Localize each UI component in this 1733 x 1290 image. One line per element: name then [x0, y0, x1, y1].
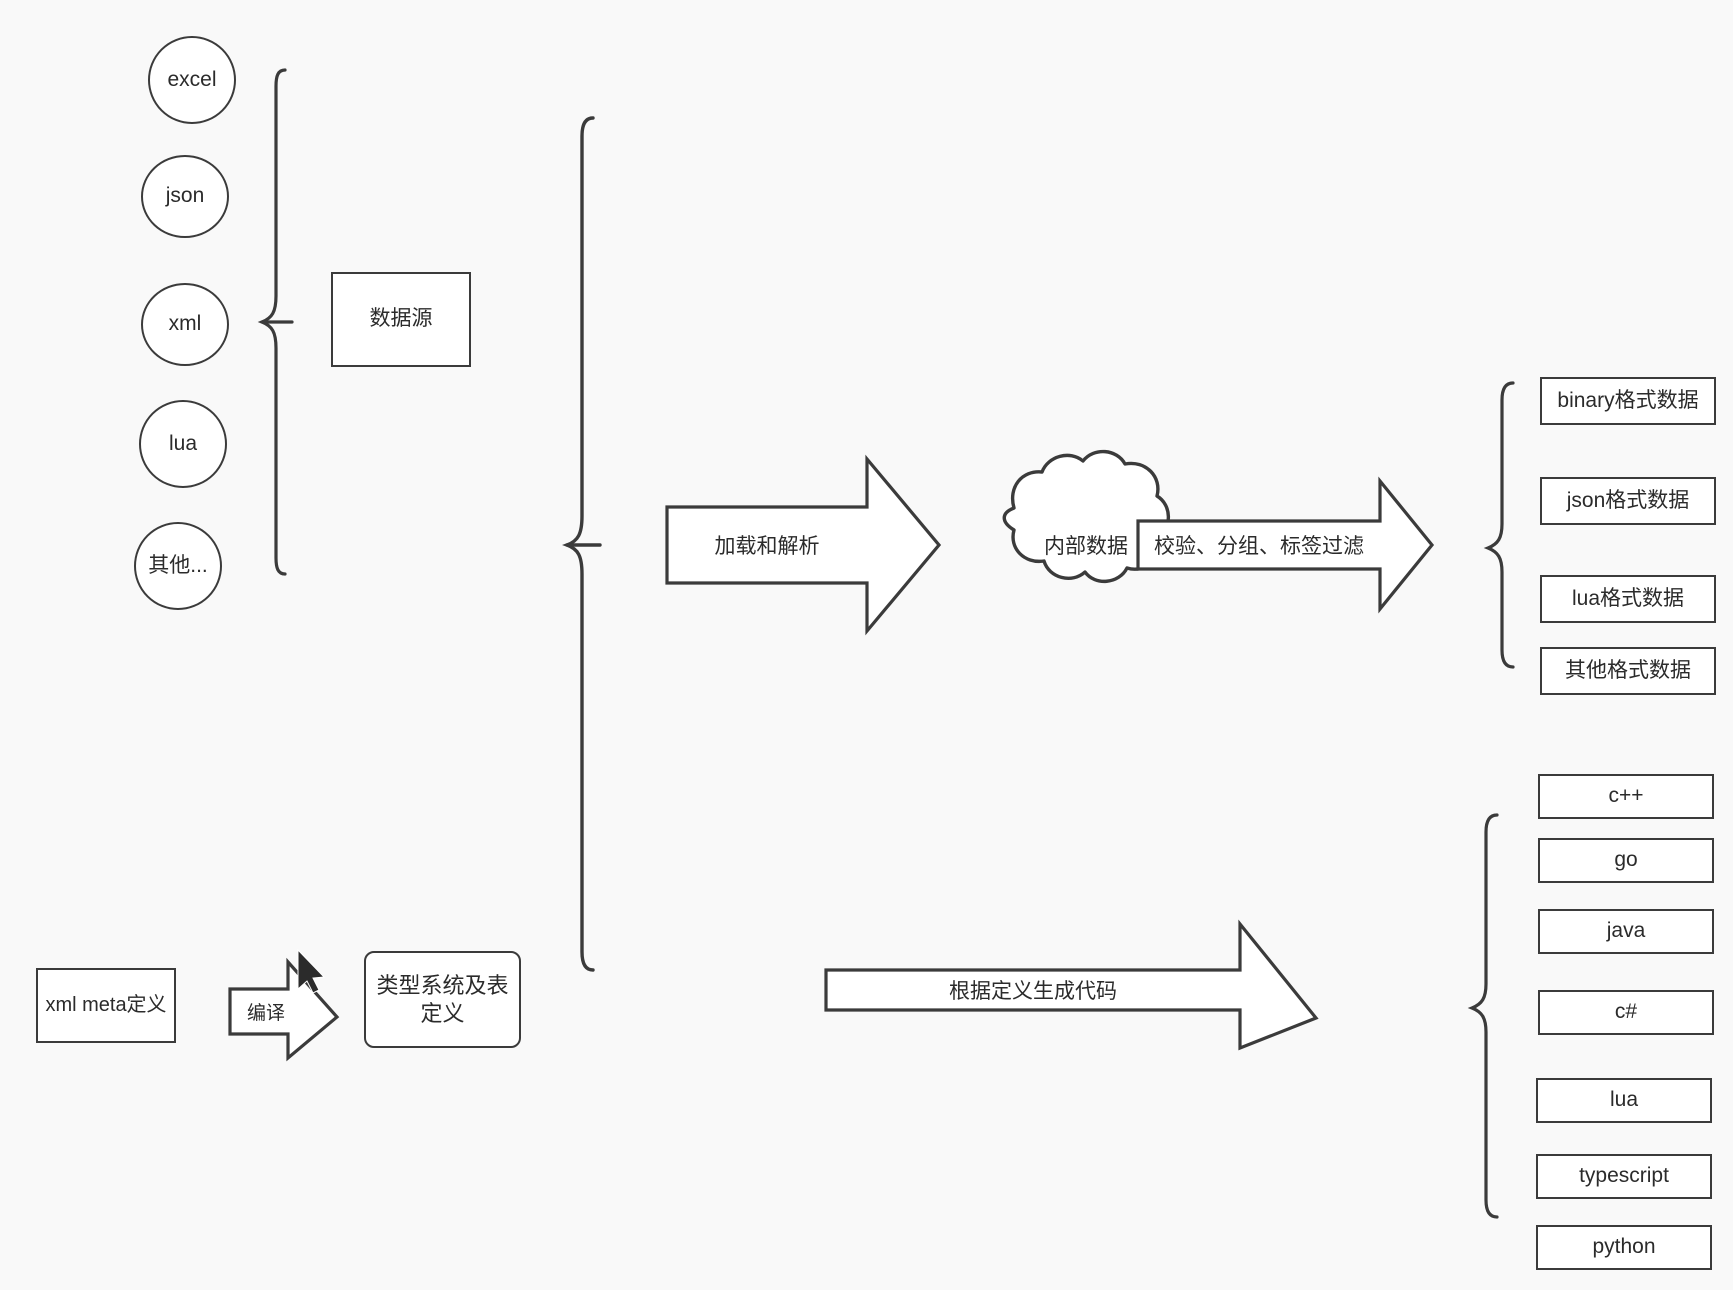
compile-arrow-shape: [228, 957, 340, 1062]
output-label: json格式数据: [1566, 488, 1690, 512]
codegen-node-java[interactable]: java: [1538, 909, 1714, 954]
codegen-label: typescript: [1579, 1164, 1669, 1188]
source-node-xml[interactable]: xml: [141, 283, 229, 366]
code-outputs-brace: [1467, 813, 1499, 1219]
codegen-arrow: [826, 930, 1316, 1046]
compile-arrow-label: 编译: [246, 1003, 285, 1024]
internal-data-cloud: [1002, 449, 1171, 583]
sources-brace: [257, 68, 287, 576]
output-label: lua格式数据: [1571, 586, 1685, 610]
output-node-lua[interactable]: lua格式数据: [1540, 575, 1716, 623]
type-system-box[interactable]: 类型系统及表定义: [364, 951, 521, 1048]
output-label: 其他格式数据: [1565, 658, 1691, 682]
output-label: binary格式数据: [1557, 388, 1699, 412]
codegen-node-cpp[interactable]: c++: [1538, 774, 1714, 819]
codegen-label: python: [1592, 1235, 1656, 1259]
output-node-binary[interactable]: binary格式数据: [1540, 377, 1716, 425]
codegen-arrow-label: 根据定义生成代码: [949, 980, 1117, 1003]
mouse-cursor-icon: [297, 948, 326, 994]
output-node-json[interactable]: json格式数据: [1540, 477, 1716, 525]
validate-filter-arrow-label: 校验、分组、标签过滤: [1154, 535, 1364, 558]
validate-filter-arrow: [1136, 476, 1435, 614]
source-label: json: [165, 184, 205, 208]
internal-data-label: 内部数据: [1044, 535, 1128, 558]
data-source-box[interactable]: 数据源: [331, 272, 471, 367]
source-node-excel[interactable]: excel: [148, 36, 236, 124]
source-node-other[interactable]: 其他...: [134, 522, 222, 610]
xml-meta-definition-box[interactable]: xml meta定义: [36, 968, 176, 1043]
codegen-node-python[interactable]: python: [1536, 1225, 1712, 1270]
codegen-node-typescript[interactable]: typescript: [1536, 1154, 1712, 1199]
source-label: lua: [168, 431, 198, 455]
type-system-label: 类型系统及表定义: [376, 973, 509, 1026]
data-source-label: 数据源: [369, 307, 433, 331]
data-outputs-brace: [1483, 381, 1515, 669]
load-parse-arrow-label: 加载和解析: [714, 535, 820, 558]
codegen-label: java: [1606, 919, 1646, 943]
stage-brace: [562, 116, 595, 972]
source-label: excel: [167, 67, 217, 91]
codegen-node-go[interactable]: go: [1538, 838, 1714, 883]
codegen-label: lua: [1609, 1088, 1639, 1112]
load-parse-arrow: [665, 454, 942, 636]
codegen-node-csharp[interactable]: c#: [1538, 990, 1714, 1035]
codegen-arrow-shape: [824, 919, 1319, 1051]
xml-meta-label: xml meta定义: [45, 994, 167, 1016]
codegen-label: c++: [1608, 784, 1644, 808]
source-node-json[interactable]: json: [141, 155, 229, 238]
source-label: xml: [168, 312, 202, 336]
codegen-label: go: [1614, 848, 1638, 872]
source-node-lua[interactable]: lua: [139, 400, 227, 488]
source-label: 其他...: [148, 553, 208, 577]
codegen-node-lua[interactable]: lua: [1536, 1078, 1712, 1123]
codegen-label: c#: [1614, 1000, 1638, 1024]
output-node-other[interactable]: 其他格式数据: [1540, 647, 1716, 695]
